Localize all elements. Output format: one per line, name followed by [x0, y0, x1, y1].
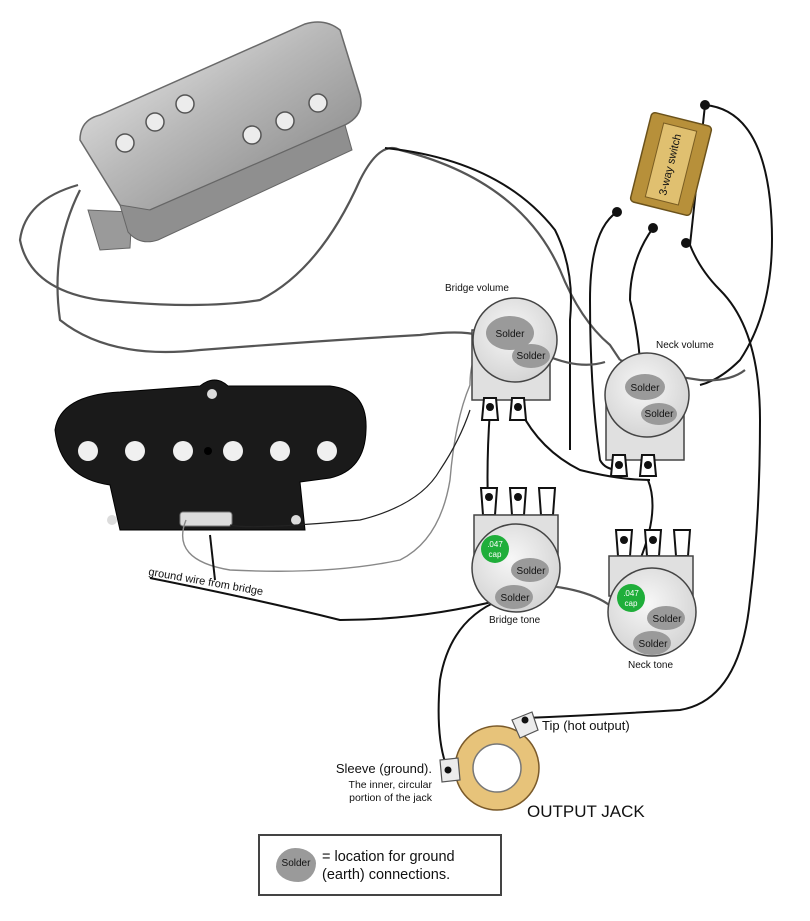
- tele-pickup-body: [54, 379, 367, 531]
- neck-volume-solder-blob-2: [641, 403, 677, 425]
- wires: [18, 104, 773, 771]
- neck-tone-lugs: [614, 529, 692, 557]
- sleeve-label-line2: The inner, circular: [349, 779, 433, 791]
- neck-tone-capacitor: [617, 584, 645, 612]
- humbucker-side: [119, 124, 353, 243]
- neck-tone-label: Neck tone: [628, 660, 673, 671]
- jack-tip-lug: [511, 711, 539, 739]
- bridge-tone-solder-label: Solder: [517, 566, 547, 577]
- sleeve-label-line1: Sleeve (ground).: [336, 761, 432, 776]
- bridge-tone-solder-label-2: Solder: [501, 593, 531, 604]
- bridge-tone-lugs: [479, 487, 557, 516]
- bridge-tone-capacitor: [481, 535, 509, 563]
- neck-tone-solder-label-2: Solder: [639, 639, 669, 650]
- tele-mount-screw-top: [207, 389, 217, 399]
- bridge-tone-pot: .047 cap Solder Solder Bridge tone: [471, 487, 561, 626]
- neck-tone-cap-unit: cap: [625, 599, 638, 608]
- neck-tone-cap-value: .047: [623, 589, 639, 598]
- switch-lug-middle: [648, 223, 658, 233]
- legend-line1: = location for ground: [322, 849, 455, 865]
- jack-sleeve-solder-point: [444, 766, 452, 774]
- legend-text: = location for ground (earth) connection…: [322, 848, 498, 884]
- tele-mount-screw-right: [291, 515, 301, 525]
- legend-solder-swatch-label: Solder: [281, 858, 311, 869]
- bridge-volume-pot: Solder Solder Bridge volume: [445, 283, 558, 421]
- three-way-switch: 3-way switch: [612, 100, 713, 248]
- neck-volume-solder-blob: [625, 374, 665, 400]
- tele-pole-pieces: [78, 441, 337, 461]
- output-jack: [439, 711, 540, 811]
- neck-volume-solder-label-2: Solder: [645, 409, 675, 420]
- switch-plate: [644, 122, 698, 206]
- humbucker-mount-tab: [87, 209, 133, 251]
- bridge-volume-solder-label: Solder: [496, 329, 526, 340]
- tele-mount-screw-left: [107, 515, 117, 525]
- output-jack-label: OUTPUT JACK: [527, 802, 645, 821]
- neck-volume-label: Neck volume: [656, 340, 714, 351]
- switch-lug-right: [681, 238, 691, 248]
- bridge-tone-solder-blob: [511, 558, 549, 582]
- neck-volume-lugs: [609, 454, 658, 477]
- bridge-volume-solder-label-2: Solder: [517, 351, 547, 362]
- neck-tone-solder-label: Solder: [653, 614, 683, 625]
- legend-solder-swatch: Solder: [276, 848, 316, 882]
- bridge-tone-label: Bridge tone: [489, 615, 541, 626]
- tele-wire-eyelet: [179, 511, 233, 527]
- bridge-tone-solder-blob-2: [495, 585, 533, 609]
- bridge-tone-cap-unit: cap: [489, 550, 502, 559]
- switch-lug-common: [700, 100, 710, 110]
- neck-volume-solder-label: Solder: [631, 383, 661, 394]
- bridge-volume-solder-blob: [486, 316, 534, 350]
- bridge-volume-label: Bridge volume: [445, 283, 509, 294]
- legend: Solder = location for ground (earth) con…: [258, 834, 502, 896]
- bridge-volume-lugs: [480, 397, 528, 421]
- legend-line2: (earth) connections.: [322, 867, 451, 883]
- bridge-volume-solder-blob-2: [512, 344, 550, 368]
- jack-tip-solder-point: [521, 716, 529, 724]
- neck-tone-solder-blob-2: [633, 631, 671, 655]
- tip-label: Tip (hot output): [542, 718, 630, 733]
- bridge-tone-cap-value: .047: [487, 540, 503, 549]
- sleeve-label-line3: portion of the jack: [349, 792, 433, 804]
- neck-volume-pot: Solder Solder Neck volume: [604, 340, 714, 477]
- tele-bridge-pickup: [54, 379, 367, 531]
- neck-tone-pot: .047 cap Solder Solder Neck tone: [607, 529, 697, 671]
- switch-lug-left: [612, 207, 622, 217]
- humbucker-pickup: [79, 21, 362, 251]
- neck-tone-solder-blob: [647, 606, 685, 630]
- jack-inner-hole: [472, 743, 522, 793]
- humbucker-pole-screws: [115, 93, 328, 153]
